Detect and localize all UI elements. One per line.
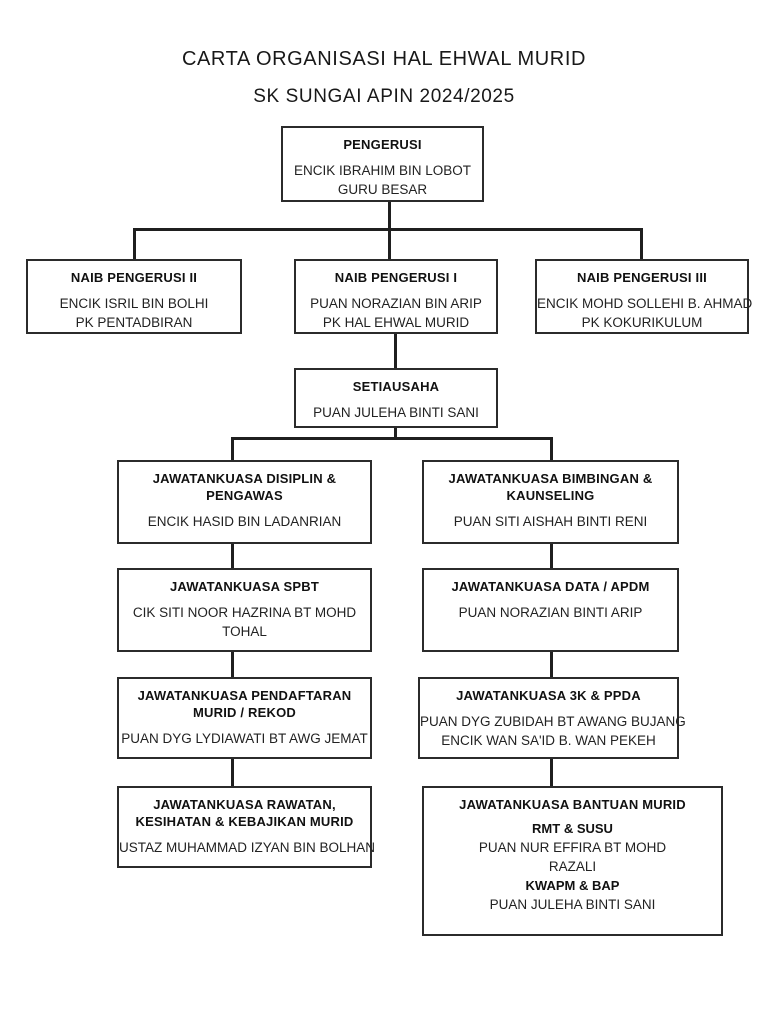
- person-role: PK KOKURIKULUM: [581, 315, 703, 330]
- connector-naib1-setiausaha: [394, 334, 397, 368]
- connector-rightcol-drop: [550, 437, 553, 460]
- person-name: PUAN SITI AISHAH BINTI RENI: [453, 514, 648, 529]
- person-name: CIK SITI NOOR HAZRINA BT MOHD: [132, 605, 357, 620]
- box-title: MURID / REKOD: [193, 705, 296, 720]
- box-title: JAWATANKUASA DATA / APDM: [451, 579, 650, 594]
- person-name: PUAN DYG LYDIAWATI BT AWG JEMAT: [121, 731, 368, 746]
- connector-left-row1-row2: [231, 544, 234, 568]
- box-person: PUAN NORAZIAN BINTI ARIP: [424, 603, 677, 622]
- subsection-heading-kwapm-bap: KWAPM & BAP: [525, 878, 620, 893]
- box-naib-pengerusi-3: NAIB PENGERUSI III ENCIK MOHD SOLLEHI B.…: [535, 259, 753, 334]
- box-person: PUAN DYG ZUBIDAH BT AWANG BUJANG ENCIK W…: [420, 712, 686, 750]
- box-jk-disiplin-pengawas: JAWATANKUASA DISIPLIN & PENGAWAS ENCIK H…: [117, 460, 372, 544]
- box-title: JAWATANKUASA 3K & PPDA: [456, 688, 641, 703]
- box-jk-3k-ppda: JAWATANKUASA 3K & PPDA PUAN DYG ZUBIDAH …: [418, 677, 686, 759]
- person-name: ENCIK WAN SA'ID B. WAN PEKEH: [441, 733, 656, 748]
- box-title: JAWATANKUASA DISIPLIN &: [152, 471, 337, 486]
- box-title: SETIAUSAHA: [352, 379, 440, 394]
- connector-right-row2-row3: [550, 652, 553, 677]
- box-title: NAIB PENGERUSI II: [70, 270, 198, 285]
- box-title: KAUNSELING: [506, 488, 595, 503]
- box-jk-bimbingan-kaunseling: JAWATANKUASA BIMBINGAN & KAUNSELING PUAN…: [422, 460, 679, 544]
- connector-setiausaha-down: [394, 428, 397, 440]
- box-person: RMT & SUSU PUAN NUR EFFIRA BT MOHD RAZAL…: [424, 819, 721, 914]
- box-title: JAWATANKUASA PENDAFTARAN: [137, 688, 352, 703]
- person-name: ENCIK HASID BIN LADANRIAN: [147, 514, 342, 529]
- box-person: PUAN NORAZIAN BIN ARIP PK HAL EHWAL MURI…: [296, 294, 496, 332]
- box-title: PENGERUSI: [343, 137, 422, 152]
- connector-right-row1-row2: [550, 544, 553, 568]
- person-name: PUAN NORAZIAN BINTI ARIP: [458, 605, 643, 620]
- person-name: ENCIK ISRIL BIN BOLHI: [59, 296, 209, 311]
- box-person: CIK SITI NOOR HAZRINA BT MOHD TOHAL: [119, 603, 370, 641]
- box-title: NAIB PENGERUSI I: [334, 270, 458, 285]
- box-person: ENCIK HASID BIN LADANRIAN: [119, 512, 370, 531]
- box-title: KESIHATAN & KEBAJIKAN MURID: [135, 814, 354, 829]
- connector-naib2-drop: [133, 228, 136, 259]
- box-jk-bantuan-murid: JAWATANKUASA BANTUAN MURID RMT & SUSU PU…: [422, 786, 723, 936]
- connector-left-row2-row3: [231, 652, 234, 677]
- box-setiausaha: SETIAUSAHA PUAN JULEHA BINTI SANI: [294, 368, 498, 428]
- box-person: PUAN JULEHA BINTI SANI: [296, 403, 496, 422]
- box-person: ENCIK MOHD SOLLEHI B. AHMAD PK KOKURIKUL…: [537, 294, 753, 332]
- subsection-heading-rmt-susu: RMT & SUSU: [532, 821, 613, 836]
- box-person: ENCIK IBRAHIM BIN LOBOT GURU BESAR: [283, 161, 482, 199]
- box-jk-pendaftaran-rekod: JAWATANKUASA PENDAFTARAN MURID / REKOD P…: [117, 677, 372, 759]
- person-name: PUAN JULEHA BINTI SANI: [313, 405, 479, 420]
- person-role: GURU BESAR: [337, 182, 428, 197]
- box-title: JAWATANKUASA RAWATAN,: [153, 797, 336, 812]
- box-person: PUAN DYG LYDIAWATI BT AWG JEMAT: [119, 729, 370, 748]
- box-pengerusi: PENGERUSI ENCIK IBRAHIM BIN LOBOT GURU B…: [281, 126, 484, 202]
- box-title: NAIB PENGERUSI III: [576, 270, 707, 285]
- box-person: PUAN SITI AISHAH BINTI RENI: [424, 512, 677, 531]
- box-naib-pengerusi-1: NAIB PENGERUSI I PUAN NORAZIAN BIN ARIP …: [294, 259, 498, 334]
- box-title: PENGAWAS: [206, 488, 283, 503]
- connector-naib3-drop: [640, 228, 643, 259]
- person-name: PUAN NUR EFFIRA BT MOHD: [478, 840, 667, 855]
- person-name: USTAZ MUHAMMAD IZYAN BIN BOLHAN: [119, 840, 376, 855]
- person-role: PK PENTADBIRAN: [75, 315, 193, 330]
- connector-left-row3-row4: [231, 759, 234, 786]
- person-name: RAZALI: [548, 859, 597, 874]
- box-jk-data-apdm: JAWATANKUASA DATA / APDM PUAN NORAZIAN B…: [422, 568, 679, 652]
- box-jk-spbt: JAWATANKUASA SPBT CIK SITI NOOR HAZRINA …: [117, 568, 372, 652]
- person-name: PUAN JULEHA BINTI SANI: [489, 897, 656, 912]
- person-name: ENCIK IBRAHIM BIN LOBOT: [293, 163, 472, 178]
- person-name: TOHAL: [222, 624, 267, 639]
- box-title: JAWATANKUASA SPBT: [169, 579, 320, 594]
- person-name: PUAN DYG ZUBIDAH BT AWANG BUJANG: [420, 714, 686, 729]
- box-title: JAWATANKUASA BANTUAN MURID: [459, 797, 686, 812]
- box-person: ENCIK ISRIL BIN BOLHI PK PENTADBIRAN: [28, 294, 240, 332]
- box-naib-pengerusi-2: NAIB PENGERUSI II ENCIK ISRIL BIN BOLHI …: [26, 259, 242, 334]
- box-jk-rawatan-kesihatan: JAWATANKUASA RAWATAN, KESIHATAN & KEBAJI…: [117, 786, 376, 868]
- person-name: ENCIK MOHD SOLLEHI B. AHMAD: [537, 296, 753, 311]
- connector-columns-horizontal: [231, 437, 553, 440]
- box-title: JAWATANKUASA BIMBINGAN &: [448, 471, 653, 486]
- page-title-line1: CARTA ORGANISASI HAL EHWAL MURID: [181, 48, 587, 70]
- connector-leftcol-drop: [231, 437, 234, 460]
- person-name: PUAN NORAZIAN BIN ARIP: [310, 296, 482, 311]
- connector-right-row3-row4: [550, 759, 553, 786]
- page-title-line2: SK SUNGAI APIN 2024/2025: [253, 86, 515, 107]
- box-person: USTAZ MUHAMMAD IZYAN BIN BOLHAN: [119, 838, 376, 857]
- person-role: PK HAL EHWAL MURID: [322, 315, 470, 330]
- connector-row2-horizontal: [133, 228, 643, 231]
